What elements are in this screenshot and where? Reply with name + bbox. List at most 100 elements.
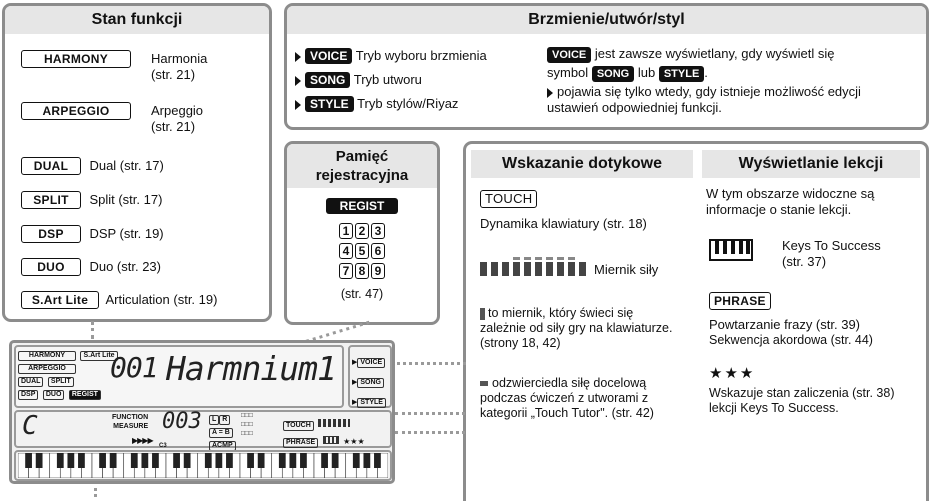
- meter-bar: [502, 262, 509, 276]
- regist-number: 2: [355, 223, 369, 239]
- lcd-kts-icon: [322, 435, 339, 444]
- meter-target: [535, 257, 542, 260]
- meter-target: [568, 257, 575, 260]
- lcd-mode-tags: ▶VOICE ▶SONG ▶STYLE: [352, 351, 386, 411]
- tag-split: SPLIT: [21, 191, 81, 209]
- lesson-intro: W tym obszarze widoczne są informacje o …: [706, 186, 875, 217]
- lcd-beat-arrows: ▶▶▶▶: [132, 436, 154, 445]
- phrase-tag-row: PHRASE: [709, 292, 771, 310]
- black-key: [35, 453, 43, 468]
- keys-icon: [709, 239, 753, 261]
- meter-bar: [557, 262, 564, 276]
- stars-icon: ★★★: [709, 365, 756, 382]
- lcd-display: HARMONY S.Art Lite ARPEGGIO DUAL SPLIT D…: [9, 340, 395, 484]
- panel-dotyk-lekcje: Wskazanie dotykowe Wyświetlanie lekcji T…: [463, 141, 929, 501]
- connector: [91, 321, 94, 339]
- black-key: [130, 453, 138, 468]
- regist-number: 4: [339, 243, 353, 259]
- meter-bars: [480, 257, 586, 276]
- touch-tag-row: TOUCH: [480, 190, 538, 208]
- black-key: [183, 453, 191, 468]
- meter-desc: to miernik, który świeci się zależnie od…: [480, 306, 673, 350]
- func-item-duo: DUO Duo (str. 23): [21, 258, 161, 276]
- arrow-icon: [295, 51, 301, 62]
- black-key: [363, 453, 371, 468]
- meter-bar-icon: [480, 307, 485, 320]
- regist-number: 5: [355, 243, 369, 259]
- tag-song: SONG: [305, 72, 351, 88]
- arrow-icon: [547, 87, 553, 98]
- black-key: [257, 453, 265, 468]
- regist-number: 7: [339, 263, 353, 279]
- lcd-phrase: PHRASE ★★★: [283, 431, 365, 449]
- target-desc: odzwierciedla siłę docelową podczas ćwic…: [480, 376, 654, 420]
- func-desc-arpeggio: Arpeggio (str. 21): [151, 103, 204, 134]
- arrow-icon: [295, 99, 301, 110]
- meter-bar: [568, 262, 575, 276]
- regist-number: 1: [339, 223, 353, 239]
- black-key: [25, 453, 32, 468]
- black-key: [289, 453, 297, 468]
- mode-row-song: SONG Tryb utworu: [295, 72, 422, 88]
- lcd-touch: TOUCH: [283, 414, 351, 432]
- kts-label: Keys To Success (str. 37): [782, 238, 881, 269]
- mode-row-style: STYLE Tryb stylów/Riyaz: [295, 96, 458, 112]
- panel-title-dotyk: Wskazanie dotykowe: [471, 150, 693, 178]
- black-key: [78, 453, 85, 468]
- black-key: [173, 453, 180, 468]
- black-key: [56, 453, 64, 468]
- connector: [392, 362, 466, 365]
- tag-regist: REGIST: [325, 198, 399, 214]
- panel-title-lekcje: Wyświetlanie lekcji: [702, 150, 920, 178]
- black-key: [321, 453, 328, 468]
- panel-title: Pamięć rejestracyjna: [287, 144, 437, 188]
- lcd-measure-num: 003: [162, 409, 202, 434]
- lcd-keyboard-box: [14, 450, 392, 481]
- func-item-split: SPLIT Split (str. 17): [21, 191, 162, 209]
- force-meter-icon: [480, 256, 590, 285]
- black-key: [152, 453, 159, 468]
- black-key: [247, 453, 254, 468]
- lcd-func-tags: HARMONY S.Art Lite ARPEGGIO DUAL SPLIT D…: [18, 348, 118, 400]
- meter-target: [546, 257, 553, 260]
- tag-arpeggio: ARPEGGIO: [21, 102, 131, 120]
- black-key: [352, 453, 360, 468]
- tag-touch: TOUCH: [480, 190, 538, 208]
- func-item-sart: S.Art Lite Articulation (str. 19): [21, 291, 217, 309]
- connector: [395, 412, 465, 415]
- black-key: [99, 453, 106, 468]
- black-key: [109, 453, 117, 468]
- stars-desc: Wskazuje stan zaliczenia (str. 38) lekcj…: [709, 386, 895, 415]
- phrase-desc: Powtarzanie frazy (str. 39) Sekwencja ak…: [709, 317, 873, 347]
- regist-number: 3: [371, 223, 385, 239]
- lcd-chord: C: [22, 411, 38, 441]
- meter-label: Miernik siły: [594, 262, 659, 277]
- regist-page: (str. 47): [340, 287, 384, 301]
- regist-number: 8: [355, 263, 369, 279]
- meter-bar: [480, 262, 487, 276]
- func-item-harmony: HARMONY: [21, 50, 131, 68]
- target-dot-icon: [480, 381, 488, 387]
- mode-note: VOICE jest zawsze wyświetlany, gdy wyświ…: [547, 46, 861, 115]
- connector: [395, 431, 465, 434]
- black-key: [215, 453, 223, 468]
- meter-bar: [513, 262, 520, 276]
- black-key: [331, 453, 339, 468]
- panel-brzmienie: Brzmienie/utwór/styl VOICE Tryb wyboru b…: [284, 3, 929, 130]
- black-key: [300, 453, 307, 468]
- meter-target: [524, 257, 531, 260]
- tag-voice: VOICE: [305, 48, 353, 64]
- meter-bar: [546, 262, 553, 276]
- lcd-meter-icon: [318, 418, 351, 427]
- func-item-arpeggio: ARPEGGIO: [21, 102, 131, 120]
- lcd-keyboard: [18, 453, 388, 478]
- touch-desc: Dynamika klawiatury (str. 18): [480, 216, 647, 231]
- lcd-regist-mini: □□□□□□□□□: [241, 412, 253, 437]
- arrow-icon: [295, 75, 301, 86]
- meter-bar: [524, 262, 531, 276]
- panel-title: Brzmienie/utwór/styl: [287, 6, 926, 34]
- black-key: [204, 453, 212, 468]
